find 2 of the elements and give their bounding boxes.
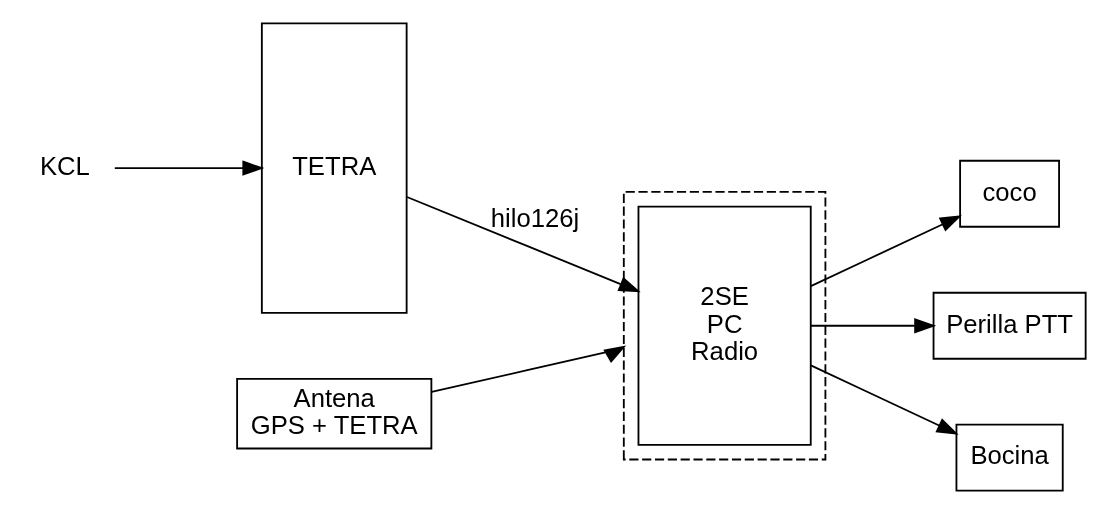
node-text: KCL — [39, 151, 90, 180]
edge-label: hilo126j — [490, 204, 580, 233]
